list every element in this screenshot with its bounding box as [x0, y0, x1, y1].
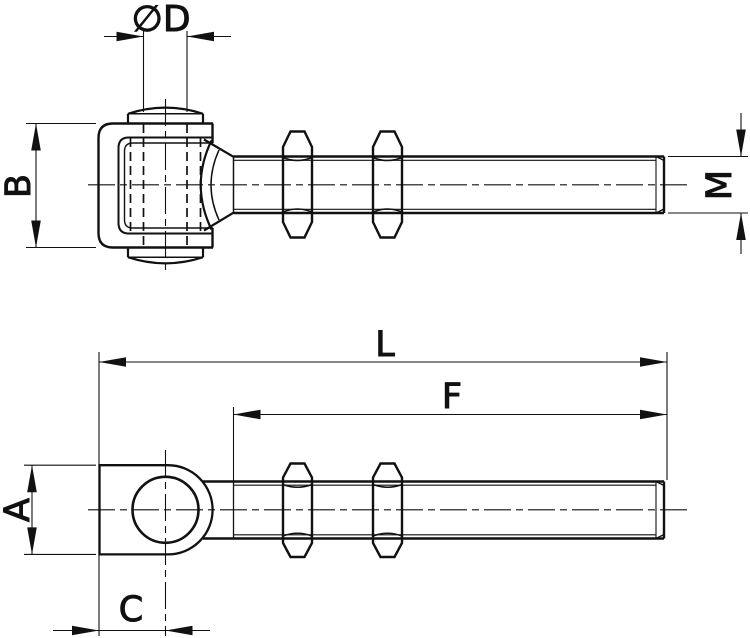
- extension-line: [142, 31, 188, 112]
- dimension-eye-center-offset: C: [53, 590, 210, 636]
- label-eye-center-offset: C: [119, 590, 143, 630]
- arrowhead: [640, 409, 667, 420]
- dimension-pin-diameter: ∅D: [104, 0, 231, 112]
- extension-line: [24, 464, 96, 555]
- arrowhead: [116, 31, 144, 42]
- dimension-overall-length: L: [98, 325, 668, 636]
- hex-nut-side-2: [371, 130, 404, 239]
- arrowhead: [27, 465, 37, 493]
- arrowhead: [736, 213, 746, 240]
- label-thread-size: M: [700, 170, 740, 200]
- dimension-eye-width: A: [0, 464, 96, 555]
- label-pin-diameter: ∅D: [131, 0, 190, 40]
- ball-joint-end: [199, 138, 235, 232]
- hex-nut-plan-1: [281, 462, 314, 559]
- arrowhead: [31, 123, 41, 151]
- hex-nut-side-1: [281, 130, 314, 239]
- label-body-height: B: [0, 174, 39, 198]
- label-eye-width: A: [0, 498, 38, 522]
- arrowhead: [736, 129, 746, 157]
- dimension-thread-size: M: [668, 113, 748, 254]
- arrowhead: [187, 31, 214, 42]
- eye-hole: [131, 475, 200, 545]
- arrowhead: [165, 625, 193, 636]
- arrowhead: [27, 527, 37, 555]
- rod-end-chamfer-plan: [655, 480, 665, 540]
- dimension-thread-length: F: [232, 377, 667, 481]
- pin-hidden-lines: [129, 124, 202, 247]
- arrowhead: [31, 220, 41, 248]
- arrowhead: [640, 357, 667, 367]
- pin-top-cap: [126, 106, 205, 123]
- label-overall-length: L: [375, 325, 395, 365]
- arrowhead: [233, 409, 261, 420]
- hex-nut-plan-2: [371, 462, 404, 559]
- plan-view: [88, 450, 688, 636]
- threaded-rod-plan: [203, 480, 666, 540]
- label-thread-length: F: [442, 377, 462, 417]
- extension-line: [668, 155, 748, 214]
- arrowhead: [72, 625, 99, 636]
- dimension-body-height: B: [0, 122, 96, 249]
- clevis-cavity-inner-line: [123, 142, 213, 229]
- side-view: [88, 99, 688, 272]
- clevis-bracket-outline: [97, 122, 213, 249]
- clevis-cavity-outline: [117, 136, 213, 235]
- extension-line: [26, 122, 96, 249]
- eye-plate-outline: [98, 464, 214, 556]
- rod-end-chamfer: [655, 155, 665, 214]
- arrowhead: [99, 357, 126, 367]
- pin-bottom-cap: [126, 248, 205, 265]
